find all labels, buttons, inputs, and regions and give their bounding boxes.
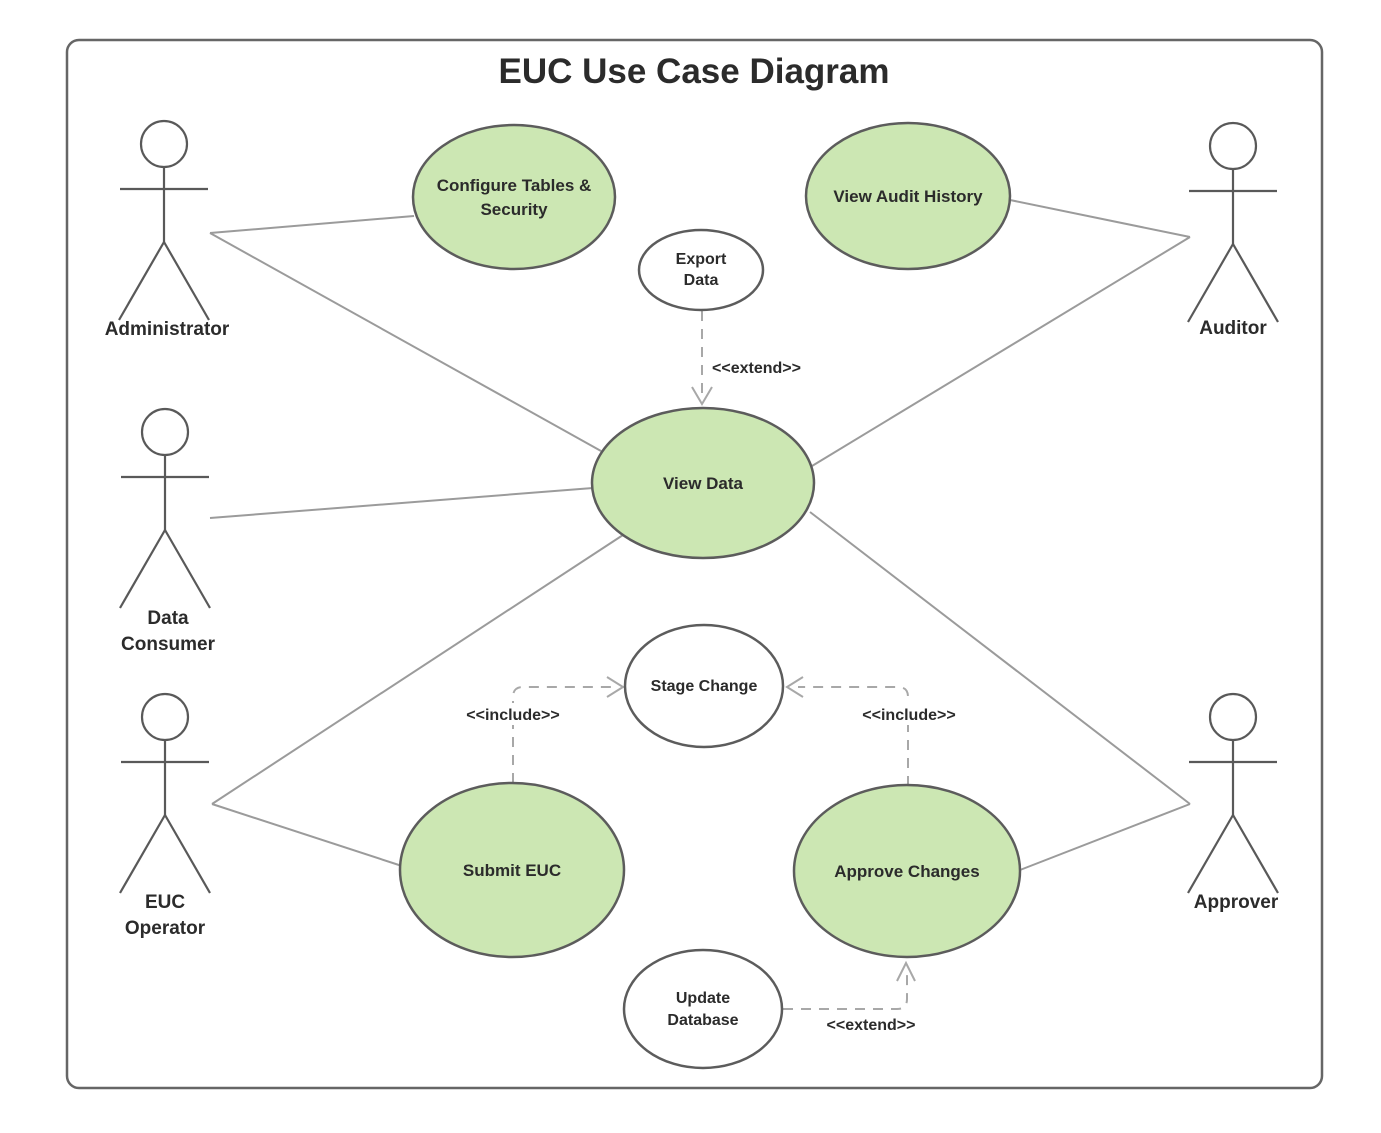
association-administrator-configure-tables [209,215,415,234]
actor-label: Auditor [1199,318,1267,339]
use-case-update-database: Update Database [622,948,784,1070]
use-case-ellipse [623,623,785,749]
diagram-title: EUC Use Case Diagram [499,52,890,91]
actor-label: Administrator [105,319,230,340]
actor-right-leg [164,814,211,894]
use-case-export-data: Export Data [637,228,765,312]
open-arrowhead-up-icon [896,960,916,982]
use-case-label: Stage Change [651,678,758,695]
stereotype-extend-label: <<extend>> [712,360,801,377]
label-background [852,703,966,725]
actor-approver: Approver [1187,692,1279,913]
use-case-ellipse [590,406,816,560]
dependency-line [798,686,909,786]
actor-data-consumer: Data Consumer [119,407,216,655]
use-case-label: View Audit History [833,187,983,206]
use-case-label: Database [667,1012,738,1029]
actor-right-leg [164,529,211,609]
use-case-view-data: View Data [590,406,816,560]
use-case-ellipse [411,123,617,271]
use-case-label: Data [684,272,719,289]
open-arrowhead-down-icon [691,386,713,406]
use-case-label: Configure Tables & [437,176,592,195]
association-administrator-view-data [209,232,602,452]
open-arrowhead-right-icon [606,676,625,698]
use-case-configure-tables-security: Configure Tables & Security [411,123,617,271]
use-case-view-audit-history: View Audit History [804,121,1012,271]
actor-head [139,119,189,169]
actor-left-leg [118,241,165,321]
use-case-ellipse [637,228,765,312]
actor-head [140,407,190,457]
actor-right-leg [1232,814,1279,894]
dependency-line [512,686,611,783]
connector-approve-changes-includes-stage-change: <<include>> [785,676,966,786]
association-auditor-view-data [811,236,1191,467]
use-case-ellipse [622,948,784,1070]
actor-left-leg [1187,243,1234,323]
stereotype-include-label: <<include>> [466,707,559,724]
use-case-ellipse [398,781,626,959]
actor-label: Operator [125,918,206,939]
association-approver-view-data [809,511,1191,805]
association-euc-operator-submit-euc [211,803,403,867]
stereotype-include-label: <<include>> [862,707,955,724]
actor-left-leg [119,814,166,894]
open-arrowhead-left-icon [785,676,804,698]
use-case-label: Approve Changes [834,862,979,881]
use-case-ellipse [792,783,1022,959]
actor-head [1208,121,1258,171]
use-case-label: View Data [663,474,744,493]
actor-right-leg [163,241,210,321]
use-case-label: Security [480,200,548,219]
actor-right-leg [1232,243,1279,323]
use-case-stage-change: Stage Change [623,623,785,749]
connector-submit-euc-includes-stage-change: <<include>> [456,676,625,783]
use-case-label: Submit EUC [463,861,561,880]
stereotype-extend-label: <<extend>> [827,1017,916,1034]
actor-auditor: Auditor [1187,121,1279,339]
use-case-approve-changes: Approve Changes [792,783,1022,959]
actor-head [140,692,190,742]
use-case-label: Update [676,990,730,1007]
use-case-label: Export [676,251,727,268]
label-background [456,703,570,725]
actor-label: Approver [1194,892,1279,913]
actor-left-leg [1187,814,1234,894]
actor-label: Data [147,608,189,629]
use-case-submit-euc: Submit EUC [398,781,626,959]
association-euc-operator-view-data [211,534,624,805]
actor-label: EUC [145,892,185,913]
association-auditor-view-audit-history [1009,199,1191,238]
diagram-border [65,38,1324,1090]
connector-update-database-extends-approve-changes: <<extend>> [783,960,916,1034]
actor-euc-operator: EUC Operator [119,692,211,939]
actor-administrator: Administrator [105,119,230,340]
actor-head [1208,692,1258,742]
actor-left-leg [119,529,166,609]
association-data-consumer-view-data [209,487,594,519]
connector-export-data-extends-view-data: <<extend>> [691,311,801,406]
dependency-line [783,968,908,1010]
association-approver-approve-changes [1019,803,1191,871]
actor-label: Consumer [121,634,216,655]
use-case-ellipse [804,121,1012,271]
